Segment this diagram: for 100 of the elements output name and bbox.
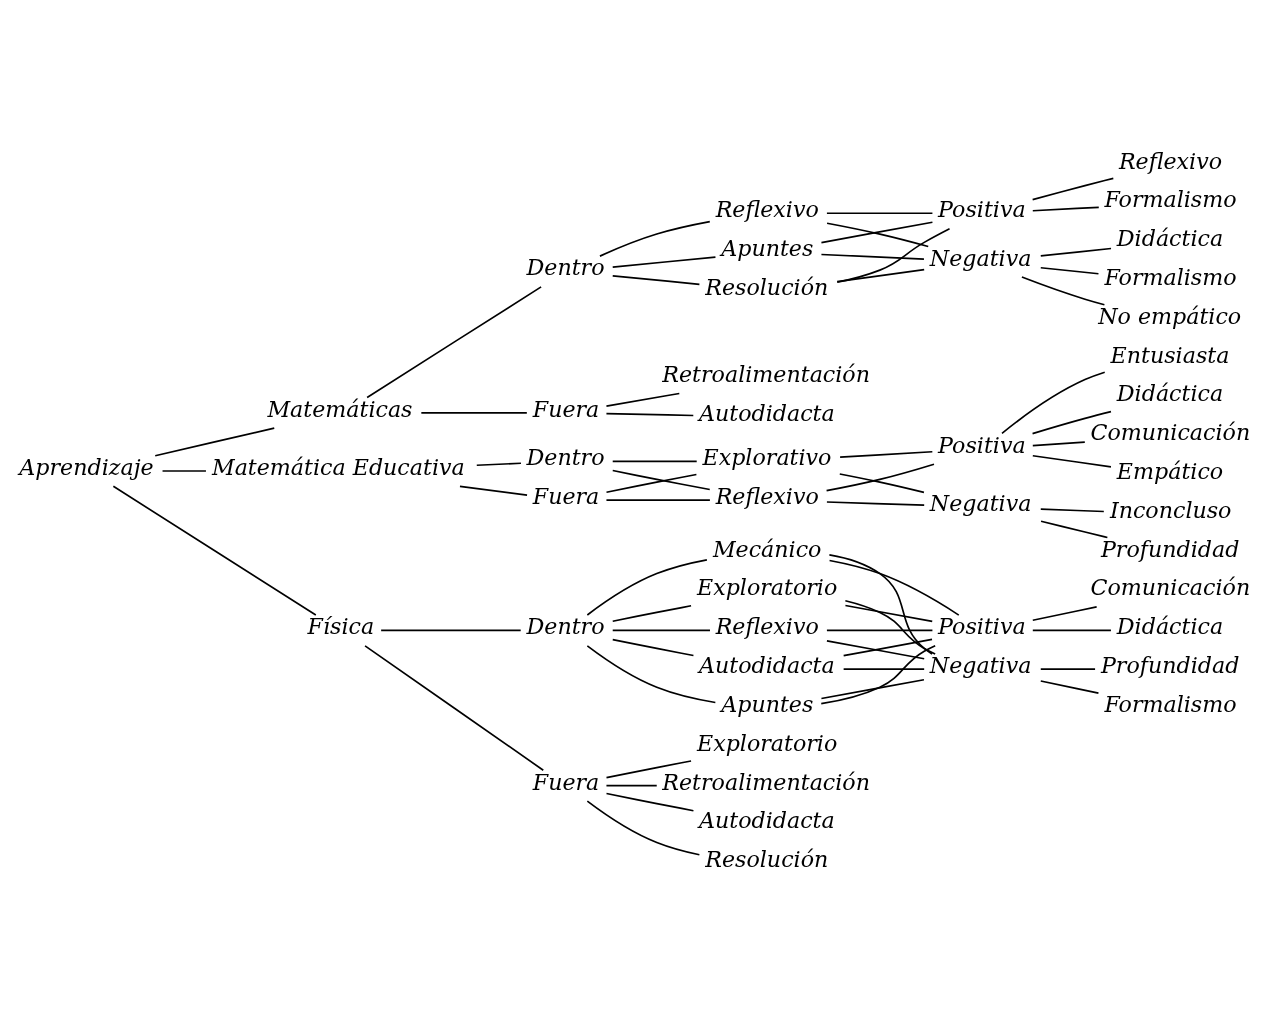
node-text: Profundidad (1100, 651, 1240, 678)
connector (1031, 177, 1115, 200)
node-text: Retroalimentación (662, 360, 870, 387)
node-text: Reflexivo (715, 612, 819, 639)
connector (154, 426, 276, 457)
node-text: Dentro (526, 443, 605, 470)
connector (611, 469, 711, 490)
connector (611, 460, 698, 462)
connector (605, 759, 692, 778)
node-text: Didáctica (1116, 224, 1224, 251)
connector (836, 268, 925, 282)
node-text: Autodidacta (699, 399, 835, 426)
node-text: Aprendizaje (19, 453, 154, 480)
connector (828, 553, 933, 655)
node-text: Apuntes (721, 234, 814, 261)
connector (820, 253, 925, 260)
node-text: Matemática Educativa (211, 453, 465, 480)
connector (820, 644, 936, 704)
connector (1031, 629, 1112, 631)
connector (842, 667, 925, 670)
node-text: Reflexivo (1118, 147, 1223, 174)
node-text: No empático (1098, 302, 1242, 329)
node-text: Dentro (526, 253, 605, 280)
connector (605, 473, 698, 493)
connector (605, 784, 658, 786)
connector (611, 274, 701, 285)
connector (420, 411, 528, 414)
node-text: Física (307, 612, 375, 639)
node-text: Autodidacta (699, 651, 835, 678)
connector (836, 227, 951, 283)
connector (1031, 440, 1086, 446)
node-text: Negativa (929, 244, 1032, 271)
node-text: Exploratorio (696, 573, 838, 600)
connector (459, 485, 528, 496)
node-text: Positiva (938, 612, 1026, 639)
connector (380, 629, 522, 631)
node-text: Entusiasta (1110, 341, 1230, 368)
connector (586, 644, 717, 703)
node-text: Reflexivo (715, 195, 819, 222)
node-text: Apuntes (721, 690, 814, 717)
connector (838, 472, 925, 493)
node-text: Formalismo (1104, 690, 1237, 717)
node-text: Reflexivo (715, 482, 819, 509)
connector (1039, 679, 1100, 694)
connector (599, 220, 711, 257)
node-text: Negativa (929, 651, 1032, 678)
connector (820, 220, 934, 243)
connector (1039, 667, 1096, 670)
connector (844, 604, 934, 622)
connector (586, 799, 701, 856)
node-text: Profundidad (1100, 535, 1240, 562)
node-text: Comunicación (1090, 418, 1251, 445)
connector (112, 485, 317, 616)
connector (586, 558, 708, 616)
node-text: Formalismo (1104, 185, 1237, 212)
node-text: Positiva (938, 431, 1026, 458)
node-text: Resolución (705, 273, 829, 300)
node-text: Mecánico (712, 535, 822, 562)
connector (844, 599, 936, 655)
connector (1021, 275, 1106, 306)
node-text: Positiva (938, 195, 1026, 222)
connector (820, 678, 925, 699)
node-text: Comunicación (1090, 573, 1251, 600)
connector (1031, 454, 1112, 468)
connector (611, 629, 711, 631)
connector (826, 221, 930, 247)
connector (605, 792, 695, 812)
connector (161, 469, 207, 472)
connector (366, 285, 542, 398)
connector (1039, 266, 1100, 275)
node-text: Didáctica (1116, 612, 1224, 639)
connector (611, 604, 692, 622)
connector (826, 639, 925, 660)
node-text: Fuera (532, 767, 600, 794)
connector (842, 638, 933, 656)
connector (605, 498, 711, 501)
node-text: Retroalimentación (662, 767, 870, 794)
connector (1001, 370, 1106, 434)
node-text: Matemáticas (267, 395, 413, 422)
node-text: Didáctica (1116, 379, 1224, 406)
connector (1031, 605, 1098, 621)
connector (826, 211, 934, 214)
connector (1039, 247, 1112, 257)
connector (1031, 205, 1100, 212)
connector (825, 462, 935, 491)
connector (839, 450, 934, 458)
connector (1039, 507, 1105, 512)
node-text: Inconcluso (1109, 496, 1232, 523)
connector (1031, 410, 1112, 434)
node-text: Fuera (532, 395, 600, 422)
connector (826, 629, 934, 631)
connector (605, 412, 695, 416)
connector (611, 255, 717, 268)
node-text: Negativa (929, 489, 1032, 516)
connector (611, 638, 695, 656)
node-text: Fuera (532, 482, 600, 509)
node-text: Empático (1116, 457, 1224, 484)
node-text: Resolución (705, 845, 829, 872)
connector (475, 461, 522, 466)
connector (828, 559, 960, 616)
